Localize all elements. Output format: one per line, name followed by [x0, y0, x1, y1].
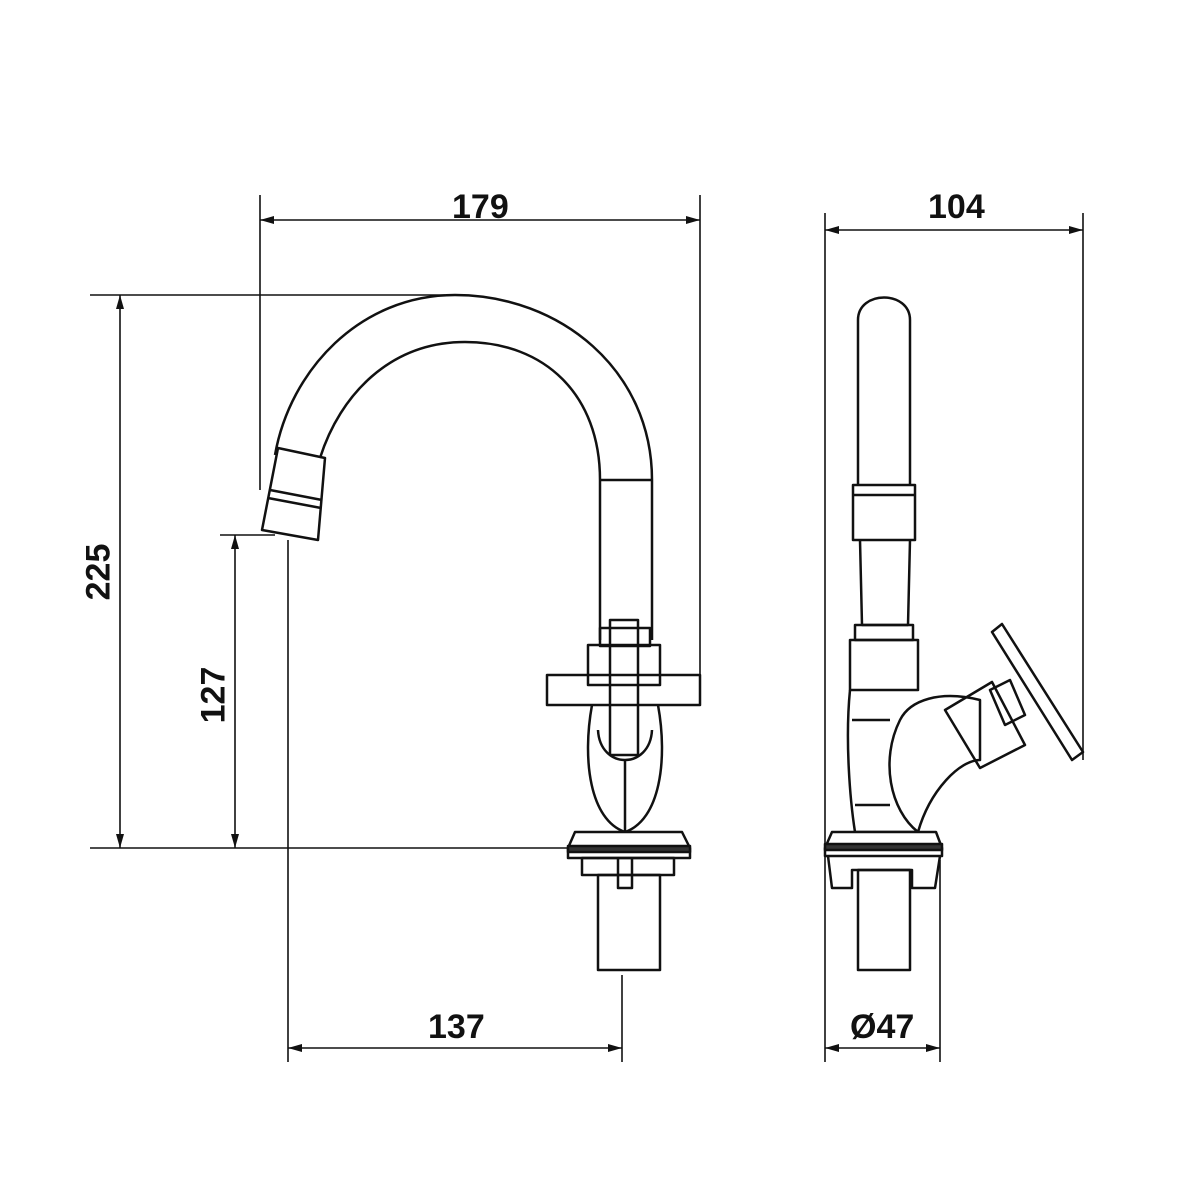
- side-view: [823, 296, 1085, 972]
- dimension-front-width: 179: [452, 188, 509, 226]
- dimension-spout-reach: 137: [428, 1008, 485, 1046]
- dimension-total-height: 225: [79, 543, 118, 601]
- dimension-base-diameter: Ø47: [850, 1008, 915, 1046]
- dimension-lines: [90, 195, 1084, 1062]
- dimension-spout-height: 127: [194, 666, 233, 724]
- arrowheads: [116, 216, 1083, 1052]
- dimension-side-width: 104: [928, 188, 985, 226]
- front-view: [260, 293, 702, 972]
